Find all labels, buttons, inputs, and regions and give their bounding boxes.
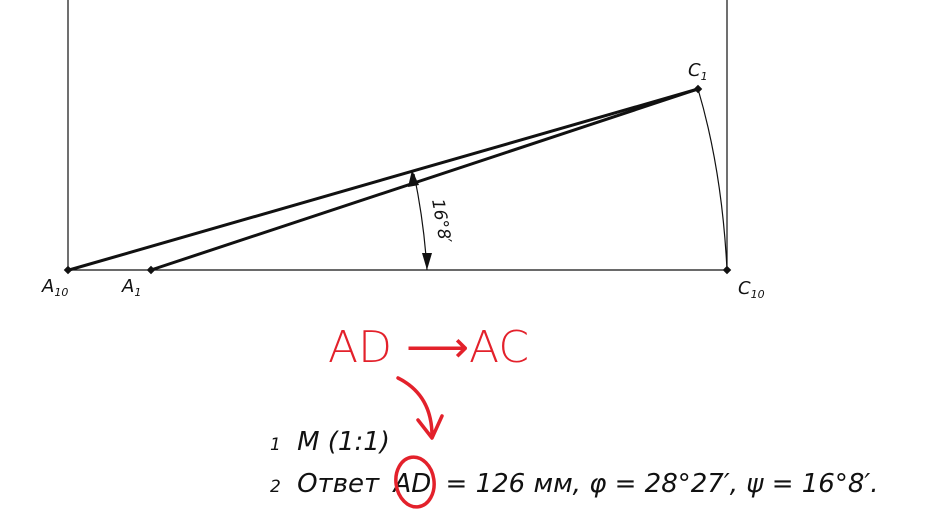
point-c1-marker xyxy=(693,84,703,94)
angle-label: 16°8′ xyxy=(427,197,455,245)
line-a10-c1 xyxy=(68,87,699,272)
note-line-1: 1 М (1:1) xyxy=(270,427,390,457)
point-c1-label: C1 xyxy=(688,60,708,83)
arc-c1-c10 xyxy=(697,88,728,271)
red-curved-arrow xyxy=(396,376,434,438)
point-a1-marker xyxy=(146,265,156,275)
point-a10-marker xyxy=(63,265,73,275)
point-c10-label: C10 xyxy=(738,278,765,301)
line-a1-c1 xyxy=(150,87,699,272)
point-c10-marker xyxy=(722,265,732,275)
angle-arrow-bottom xyxy=(422,253,432,270)
red-annotation: AD ⟶AC xyxy=(328,322,529,373)
angle-arrow-top xyxy=(408,170,419,187)
red-circle-ad xyxy=(394,455,436,509)
note-line-2: 2 Ответ AD = 126 мм, φ = 28°27′, ψ = 16°… xyxy=(270,469,879,499)
point-a10-label: A10 xyxy=(41,276,68,299)
point-a1-label: A1 xyxy=(121,276,141,299)
red-arrow-head xyxy=(416,414,444,440)
